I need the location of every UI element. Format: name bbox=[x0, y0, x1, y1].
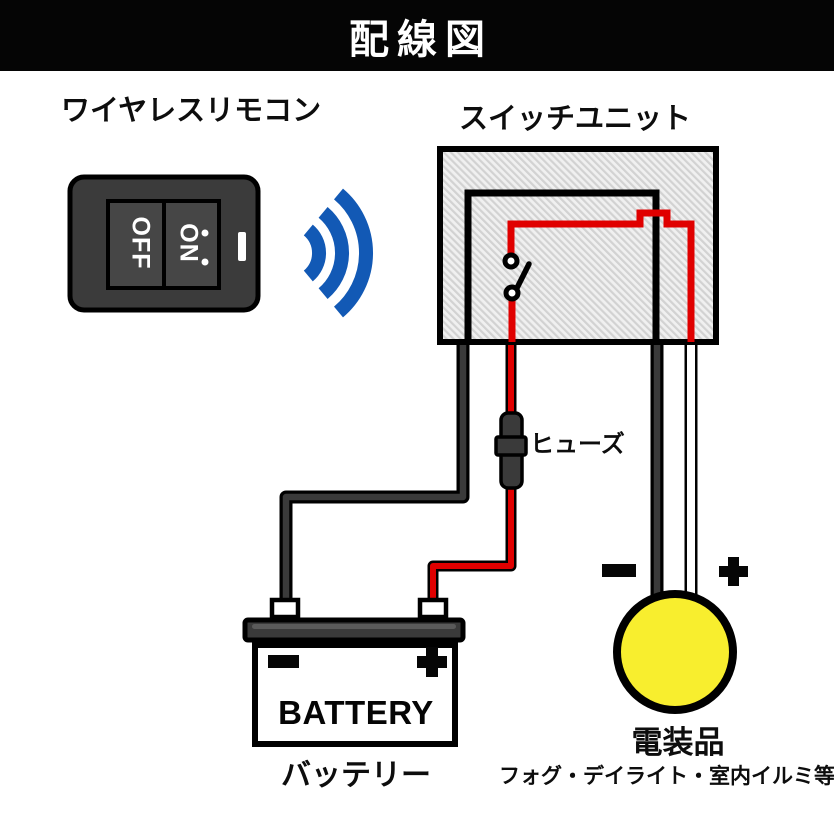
switch-unit bbox=[437, 146, 719, 345]
switch-contact-top bbox=[502, 252, 520, 270]
battery-terminal-negative bbox=[269, 597, 301, 620]
remote-on-button-label: ON bbox=[174, 223, 203, 263]
battery-minus-sign bbox=[268, 655, 299, 668]
accessory-sublabel: フォグ・デイライト・室内イルミ等 bbox=[499, 765, 834, 788]
remote-dot-top bbox=[201, 229, 209, 237]
title-banner: 配線図 bbox=[0, 0, 834, 71]
wifi-wave-middle bbox=[318, 207, 350, 299]
fuse-label: ヒューズ bbox=[530, 431, 625, 458]
remote-led-indicator bbox=[238, 232, 246, 261]
remote-dot-bottom bbox=[201, 258, 209, 266]
red-power-wire bbox=[427, 343, 517, 606]
battery-label: バッテリー bbox=[281, 759, 431, 792]
black-wire-core bbox=[282, 343, 467, 606]
switch-unit-box bbox=[437, 146, 719, 345]
battery-top-bar bbox=[242, 617, 466, 643]
battery bbox=[242, 597, 466, 747]
remote-control bbox=[67, 174, 261, 313]
accessory-minus-sign bbox=[602, 564, 636, 577]
accessory bbox=[602, 557, 748, 714]
accessory-lamp-circle bbox=[613, 590, 737, 714]
page-title: 配線図 bbox=[349, 17, 493, 62]
red-wire-lower-core bbox=[430, 483, 514, 606]
accessory-plus-sign bbox=[719, 557, 748, 586]
fuse-crossbar bbox=[494, 435, 528, 457]
switch-lever bbox=[514, 261, 532, 291]
switch-unit-label: スイッチユニット bbox=[459, 103, 692, 135]
switch-unit-inner-frame bbox=[464, 189, 660, 345]
battery-top-bar-highlight bbox=[252, 624, 456, 629]
wifi-waves-icon bbox=[303, 188, 373, 318]
wifi-wave-inner bbox=[303, 224, 327, 282]
wireless-remote-label: ワイヤレスリモコン bbox=[61, 95, 322, 127]
fuse bbox=[494, 411, 528, 490]
remote-off-button-label: OFF bbox=[126, 216, 155, 270]
battery-text: BATTERY bbox=[278, 694, 434, 731]
battery-terminal-positive bbox=[417, 597, 449, 620]
battery-plus-sign bbox=[417, 647, 447, 677]
red-circuit-trace bbox=[507, 209, 695, 342]
wire-to-battery-negative bbox=[279, 343, 470, 606]
wifi-wave-outer bbox=[333, 188, 373, 318]
switch-contact-bottom bbox=[503, 284, 521, 302]
accessory-label: 電装品 bbox=[631, 725, 725, 760]
